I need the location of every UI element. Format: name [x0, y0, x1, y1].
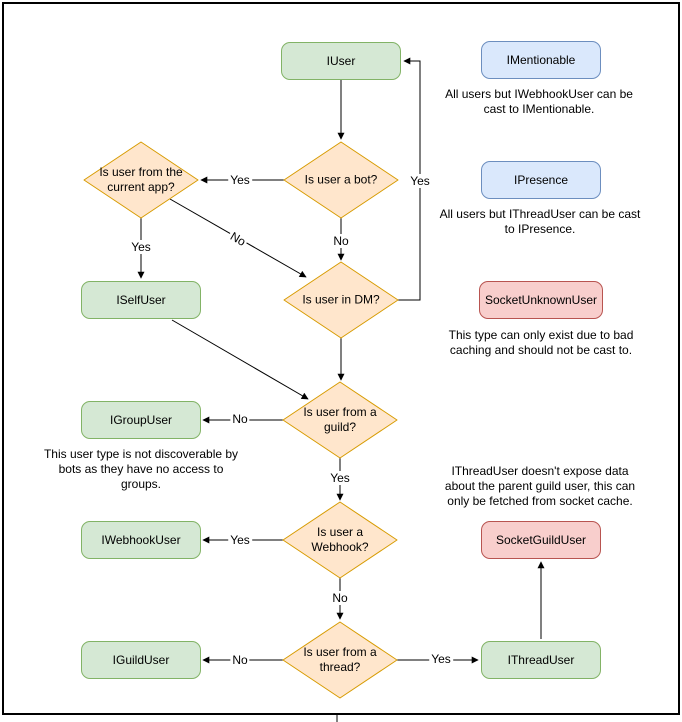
- note-ipresence: All users but IThreadUser can be cast to…: [439, 207, 641, 236]
- edge-iselfuser-to-isguild: [171, 319, 309, 400]
- edge-label-dm-yes: Yes: [408, 174, 432, 188]
- decision-label-is-guild: Is user from a guild?: [303, 405, 377, 434]
- edge-label-bot-yes: Yes: [228, 173, 252, 187]
- note-igroupuser: This user type is not discoverable by bo…: [43, 447, 239, 491]
- edge-label-webhook-yes: Yes: [228, 533, 252, 547]
- node-igroupuser: IGroupUser: [81, 401, 201, 439]
- decision-shape-is-thread: [282, 621, 398, 699]
- node-iuser-label: IUser: [326, 54, 356, 68]
- node-socketguilduser: SocketGuildUser: [481, 521, 601, 559]
- node-ithreaduser: IThreadUser: [481, 641, 601, 679]
- node-socketguilduser-label: SocketGuildUser: [495, 533, 587, 547]
- node-iwebhookuser-label: IWebhookUser: [101, 533, 181, 547]
- edge-label-guild-no: No: [230, 412, 250, 426]
- decision-shape-is-bot: [283, 141, 399, 219]
- node-imentionable: IMentionable: [481, 41, 601, 79]
- node-ipresence-label: IPresence: [513, 173, 569, 187]
- node-imentionable-label: IMentionable: [506, 53, 576, 67]
- node-iselfuser-label: ISelfUser: [116, 293, 166, 307]
- node-iguilduser: IGuildUser: [81, 641, 201, 679]
- edge-label-current-app-yes: Yes: [129, 240, 153, 254]
- node-ipresence: IPresence: [481, 161, 601, 199]
- decision-shape-is-dm: [283, 261, 399, 339]
- edge-label-thread-no: No: [230, 653, 250, 667]
- decision-shape-is-current-app: [83, 141, 199, 219]
- node-iuser: IUser: [281, 42, 401, 80]
- edge-label-webhook-no: No: [330, 591, 350, 605]
- node-ithreaduser-label: IThreadUser: [507, 653, 575, 667]
- decision-label-is-thread: Is user from a thread?: [303, 645, 377, 674]
- note-socketunknownuser: This type can only exist due to bad cach…: [448, 328, 634, 357]
- decision-label-is-bot: Is user a bot?: [304, 172, 378, 187]
- node-iselfuser: ISelfUser: [81, 281, 201, 319]
- node-igroupuser-label: IGroupUser: [109, 413, 173, 427]
- decision-shape-is-webhook: [282, 501, 398, 579]
- edge-label-bot-no: No: [331, 234, 351, 248]
- decision-label-is-dm: Is user in DM?: [302, 292, 380, 307]
- node-socketunknownuser-label: SocketUnknownUser: [484, 293, 598, 307]
- node-iguilduser-label: IGuildUser: [112, 653, 170, 667]
- decision-label-is-webhook: Is user a Webhook?: [311, 525, 369, 554]
- note-imentionable: All users but IWebhookUser can be cast t…: [445, 87, 633, 116]
- note-ithreaduser: IThreadUser doesn't expose data about th…: [444, 464, 636, 508]
- edge-label-guild-yes: Yes: [328, 471, 352, 485]
- node-iwebhookuser: IWebhookUser: [81, 521, 201, 559]
- decision-label-is-current-app: Is user from the current app?: [99, 165, 183, 194]
- node-socketunknownuser: SocketUnknownUser: [479, 281, 603, 319]
- edge-label-thread-yes: Yes: [429, 652, 453, 666]
- decision-shape-is-guild: [282, 381, 398, 459]
